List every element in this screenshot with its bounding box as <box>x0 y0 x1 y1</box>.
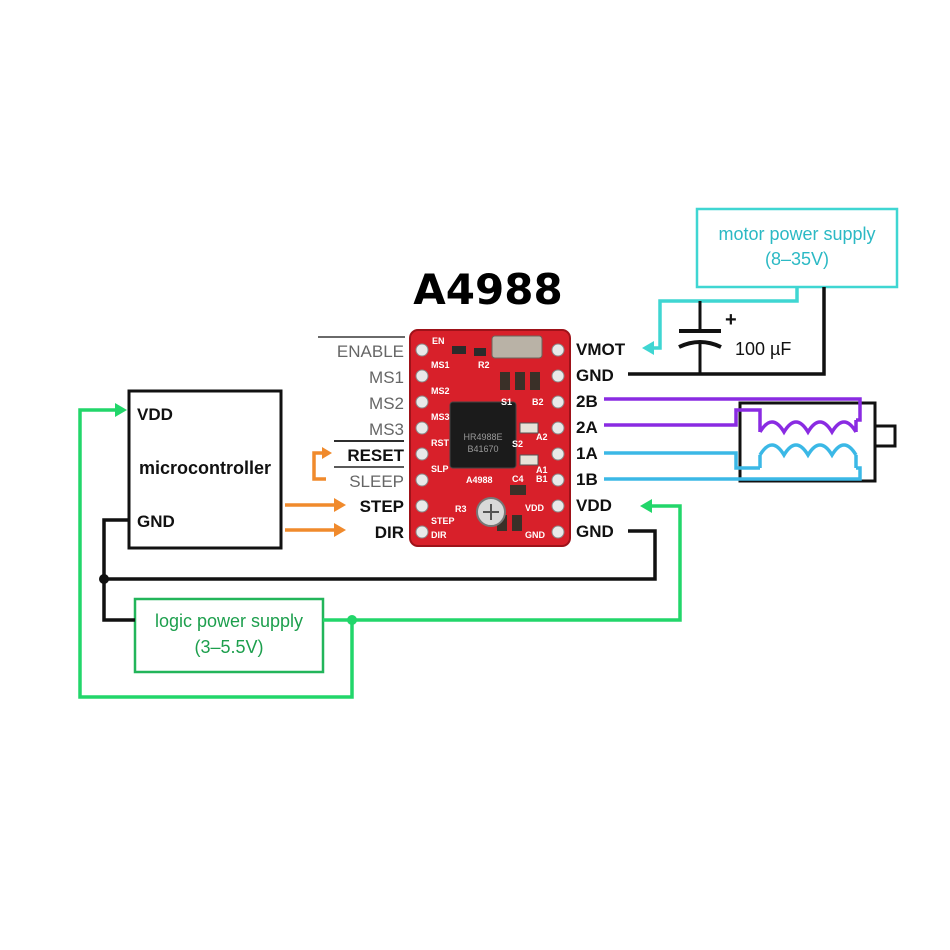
coil-a <box>758 443 858 468</box>
silk-slp: SLP <box>431 464 449 474</box>
microcontroller-gnd: GND <box>137 512 175 531</box>
pin-label-gnd-logic: GND <box>576 522 614 541</box>
pin-label-1a: 1A <box>576 444 598 463</box>
junction-logic-vdd <box>347 615 357 625</box>
motor-power-supply-range: (8–35V) <box>765 249 829 269</box>
logic-power-supply: logic power supply (3–5.5V) <box>133 597 325 674</box>
wire-logic-vdd-to-driver <box>323 504 682 622</box>
microcontroller-label: microcontroller <box>139 458 271 478</box>
junction-ground <box>99 574 109 584</box>
microcontroller: microcontroller VDD GND <box>127 389 283 550</box>
pin-label-sleep: SLEEP <box>349 472 404 491</box>
pcb-sense-resistor <box>491 335 543 359</box>
arrow-step <box>334 498 346 512</box>
pin-label-enable: ENABLE <box>337 342 404 361</box>
pin-label-gnd-motor: GND <box>576 366 614 385</box>
pin-label-dir: DIR <box>375 523 404 542</box>
wire-reset-sleep-jumper <box>312 451 326 481</box>
silk-a1: A1 <box>536 465 548 475</box>
arrow-mcu-vdd <box>115 403 127 417</box>
chip-marking-line2: B41670 <box>467 444 498 454</box>
coil-b <box>758 420 858 436</box>
silk-board-name: A4988 <box>466 475 493 485</box>
a4988-board: EN MS1 R2 MS2 MS3 RST SLP R3 STEP DIR S1… <box>409 329 571 547</box>
silk-ms1: MS1 <box>431 360 450 370</box>
pin-label-ms1: MS1 <box>369 368 404 387</box>
wire-ground-bus <box>102 518 135 622</box>
silk-dir: DIR <box>431 530 447 540</box>
silk-s1: S1 <box>501 397 512 407</box>
pin-label-vmot: VMOT <box>576 340 626 359</box>
silk-step: STEP <box>431 516 455 526</box>
wire-1b <box>604 466 862 481</box>
silk-r3: R3 <box>455 504 467 514</box>
wire-2a <box>604 408 762 427</box>
silk-a2: A2 <box>536 432 548 442</box>
pin-label-ms2: MS2 <box>369 394 404 413</box>
microcontroller-vdd: VDD <box>137 405 173 424</box>
silk-vdd: VDD <box>525 503 545 513</box>
silk-b1: B1 <box>536 474 548 484</box>
silk-r2: R2 <box>478 360 490 370</box>
pin-label-2b: 2B <box>576 392 598 411</box>
diagram-title: A4988 <box>413 265 562 314</box>
motor-shaft <box>873 424 897 448</box>
pin-label-vdd: VDD <box>576 496 612 515</box>
arrow-driver-vdd <box>640 499 652 513</box>
arrow-dir <box>334 523 346 537</box>
silk-c4: C4 <box>512 474 524 484</box>
wire-ground-to-driver <box>104 529 657 581</box>
capacitor-plus-sign: + <box>725 309 737 331</box>
driver-right-pins: VMOT GND 2B 2A 1A 1B VDD GND <box>576 340 626 541</box>
silk-b2: B2 <box>532 397 544 407</box>
wire-logic-vdd-to-mcu <box>78 408 354 699</box>
pin-label-ms3: MS3 <box>369 420 404 439</box>
arrow-reset <box>322 447 332 459</box>
capacitor-value: 100 µF <box>735 339 791 359</box>
wire-motor-supply-positive <box>646 287 799 350</box>
silk-en: EN <box>432 336 445 346</box>
logic-power-supply-range: (3–5.5V) <box>194 637 263 657</box>
pcb-driver-chip <box>449 401 517 469</box>
pin-label-reset: RESET <box>347 446 404 465</box>
microcontroller-box <box>127 389 283 550</box>
driver-left-pins: ENABLE MS1 MS2 MS3 RESET SLEEP STEP DIR <box>318 336 405 542</box>
pin-label-2a: 2A <box>576 418 598 437</box>
pin-label-1b: 1B <box>576 470 598 489</box>
motor-power-supply-box <box>695 207 899 289</box>
wire-2b <box>604 397 862 422</box>
silk-gnd: GND <box>525 530 546 540</box>
header-pins-right <box>551 343 565 539</box>
motor-power-supply-title: motor power supply <box>718 224 875 244</box>
logic-power-supply-box <box>133 597 325 674</box>
wire-motor-supply-ground <box>628 287 826 376</box>
motor-power-supply: motor power supply (8–35V) <box>695 207 899 289</box>
silk-ms3: MS3 <box>431 412 450 422</box>
wire-1a <box>604 451 760 470</box>
arrow-vmot <box>642 341 654 355</box>
silk-ms2: MS2 <box>431 386 450 396</box>
silk-s2: S2 <box>512 439 523 449</box>
pin-label-step: STEP <box>360 497 404 516</box>
chip-marking-line1: HR4988E <box>463 432 502 442</box>
silk-rst: RST <box>431 438 450 448</box>
header-pins-left <box>415 343 429 539</box>
stepper-motor <box>738 401 897 483</box>
capacitor-100uf: + 100 µF <box>678 301 791 374</box>
logic-power-supply-title: logic power supply <box>155 611 303 631</box>
